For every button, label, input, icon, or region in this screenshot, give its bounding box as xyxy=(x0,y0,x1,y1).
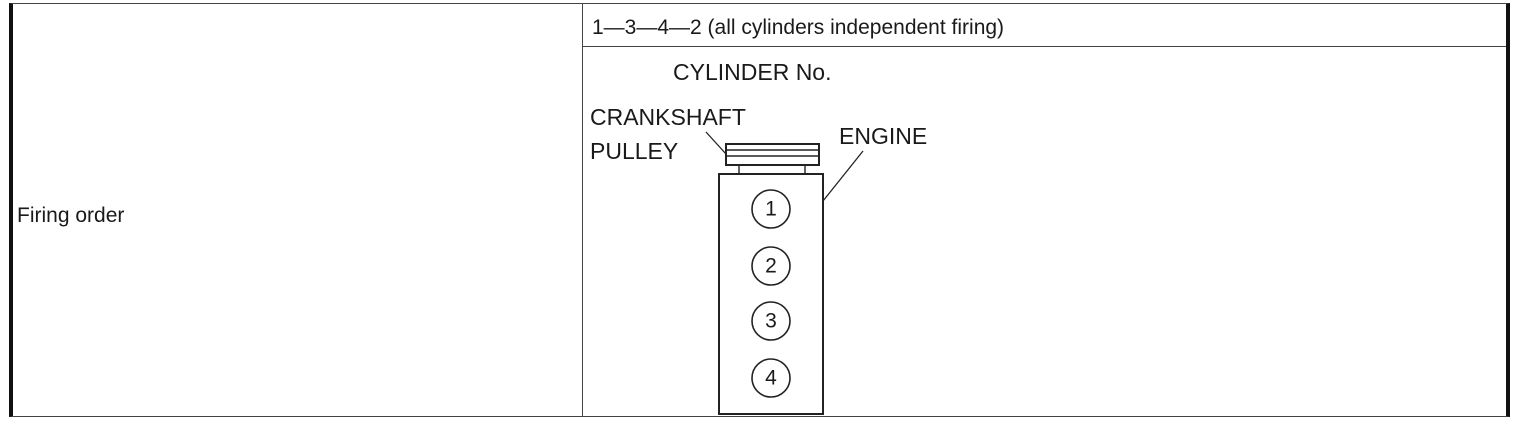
cylinder-2: 2 xyxy=(751,246,791,286)
svg-text:2: 2 xyxy=(765,255,777,278)
spec-value-cell: 1—3—4—2 (all cylinders independent firin… xyxy=(583,4,1506,47)
pulley-leader-line xyxy=(705,131,727,155)
crankshaft-pulley-shape xyxy=(725,143,820,174)
firing-order-value: 1—3—4—2 (all cylinders independent firin… xyxy=(592,16,1005,39)
engine-label: ENGINE xyxy=(839,123,927,149)
cylinder-number-title: CYLINDER No. xyxy=(673,59,831,85)
crankshaft-label: CRANKSHAFT xyxy=(590,104,746,130)
diagram-cell: CYLINDER No. CRANKSHAFT PULLEY ENGINE 1 xyxy=(583,47,1506,416)
cylinder-3: 3 xyxy=(751,301,791,341)
spec-table: Firing order 1—3—4—2 (all cylinders inde… xyxy=(9,3,1510,417)
svg-text:1: 1 xyxy=(765,198,777,221)
engine-cylinder-diagram: CYLINDER No. CRANKSHAFT PULLEY ENGINE 1 xyxy=(590,59,927,415)
engine-leader-line xyxy=(822,150,864,202)
svg-text:4: 4 xyxy=(765,367,777,390)
spec-label: Firing order xyxy=(17,204,125,227)
spec-label-cell: Firing order xyxy=(13,4,583,416)
cylinder-4: 4 xyxy=(751,358,791,398)
svg-text:3: 3 xyxy=(765,310,777,333)
cylinder-1: 1 xyxy=(751,189,791,229)
pulley-label: PULLEY xyxy=(590,138,678,164)
